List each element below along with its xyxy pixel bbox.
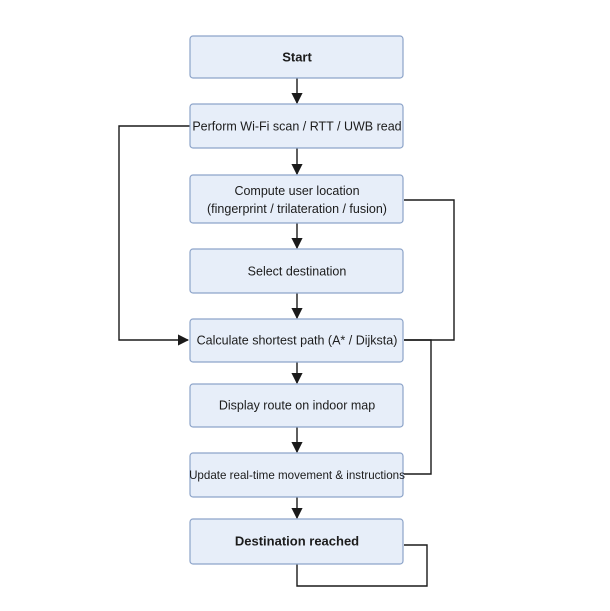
node-update-box: [189, 452, 404, 498]
node-compute: Compute user location (fingerprint / tri…: [189, 174, 404, 224]
node-compute-label-line2: (fingerprint / trilateration / fusion): [207, 202, 387, 216]
node-scan-label: Perform Wi-Fi scan / RTT / UWB read: [192, 120, 401, 134]
node-update: Update real-time movement & instructions: [189, 452, 405, 498]
node-start: Start: [189, 35, 404, 79]
edge-update-to-calc-right: [404, 339, 432, 475]
node-display: Display route on indoor map: [189, 383, 404, 428]
node-update-label: Update real-time movement & instructions: [189, 469, 405, 482]
node-start-box: [189, 35, 404, 79]
node-scan-box: [189, 103, 404, 149]
loop-connectors: [118, 125, 455, 587]
node-compute-label-line1: Compute user location: [234, 184, 359, 198]
node-reached: Destination reached: [189, 518, 404, 565]
node-reached-box: [189, 518, 404, 565]
node-display-label: Display route on indoor map: [219, 399, 375, 413]
node-reached-label: Destination reached: [235, 534, 359, 549]
edge-scan-loop-to-calc: [118, 125, 190, 346]
edge-compute-to-calc-right: [404, 199, 455, 341]
node-select-box: [189, 248, 404, 294]
node-select-label: Select destination: [248, 265, 347, 279]
node-calc: Calculate shortest path (A* / Dijksta): [189, 318, 404, 363]
node-calc-label: Calculate shortest path (A* / Dijksta): [197, 334, 398, 348]
edge-reached-loop: [296, 544, 428, 587]
node-select: Select destination: [189, 248, 404, 294]
node-display-box: [189, 383, 404, 428]
node-start-label: Start: [282, 50, 312, 65]
node-scan: Perform Wi-Fi scan / RTT / UWB read: [189, 103, 404, 149]
node-calc-box: [189, 318, 404, 363]
node-compute-box: [189, 174, 404, 224]
